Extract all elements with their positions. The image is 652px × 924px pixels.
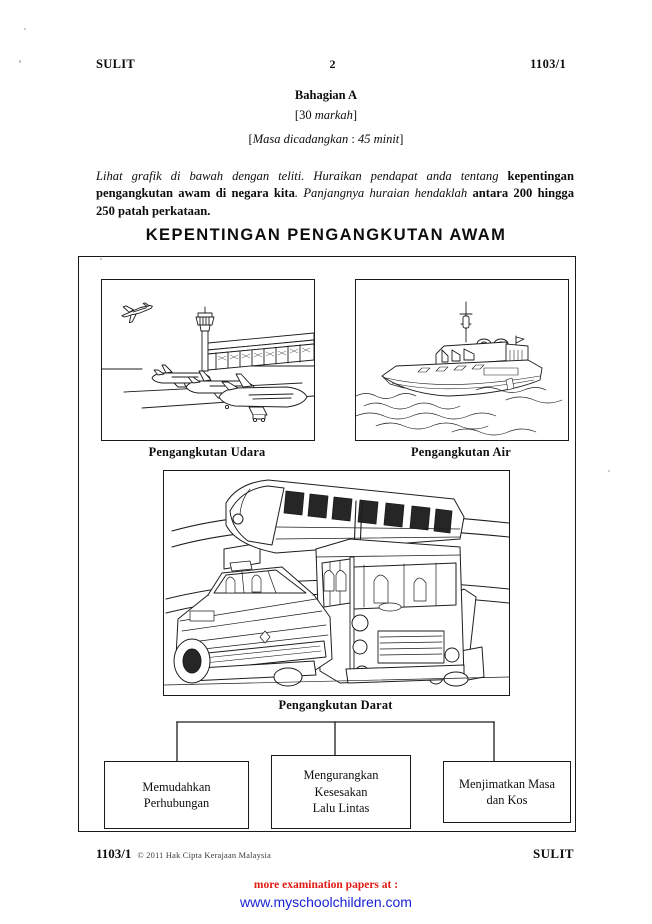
- water-transport-illustration: [355, 279, 569, 441]
- scan-speck: [608, 470, 610, 472]
- header-page-number: 2: [329, 57, 336, 71]
- running-header: SULIT 2 1103/1: [96, 57, 566, 72]
- instruction-part-1: Lihat grafik di bawah dengan teliti. Hur…: [96, 168, 508, 183]
- benefit-3-line-2: dan Kos: [486, 793, 528, 807]
- benefit-connector-lines: [163, 716, 508, 772]
- header-paper-code: 1103/1: [530, 57, 566, 71]
- section-marks: [30 markah]: [0, 108, 652, 123]
- footer-paper-code: 1103/1: [96, 846, 132, 861]
- benefit-2-line-2: Kesesakan: [314, 784, 368, 799]
- footer-copyright: © 2011 Hak Cipta Kerajaan Malaysia: [137, 851, 272, 860]
- instruction-part-4: antara 200 hingga 250 patah perkataan: [96, 186, 575, 219]
- marks-prefix: [30: [294, 108, 315, 122]
- instruction-part-3: . Panjangnya huraian hendaklah: [294, 186, 473, 201]
- land-transport-illustration: [163, 470, 510, 696]
- footer-left-group: 1103/1 © 2011 Hak Cipta Kerajaan Malaysi…: [96, 846, 271, 862]
- air-transport-illustration: [101, 279, 315, 441]
- time-suffix: ]: [399, 132, 404, 146]
- watermark-promo-text: more examination papers at :: [253, 879, 399, 891]
- benefit-box-memudahkan-perhubungan: Memudahkan Perhubungan: [104, 761, 249, 829]
- section-title: Bahagian A: [294, 88, 358, 102]
- scan-speck: [19, 60, 21, 63]
- benefit-box-3-text: Menjimatkan Masa dan Kos: [459, 776, 555, 809]
- graphic-title: KEPENTINGAN PENGANGKUTAN AWAM: [145, 226, 507, 244]
- benefit-2-line-3: Lalu Lintas: [312, 801, 370, 816]
- land-transport-caption: Pengangkutan Darat: [278, 698, 393, 712]
- footer-confidential-label: SULIT: [532, 846, 574, 861]
- instruction-paragraph: Lihat grafik di bawah dengan teliti. Hur…: [96, 168, 574, 222]
- marks-word: markah: [314, 108, 353, 122]
- monorail-bus-taxi-icon: [164, 479, 509, 687]
- header-confidential-label: SULIT: [96, 57, 136, 71]
- time-value: 45 minit: [357, 132, 400, 146]
- scan-speck: [100, 258, 102, 260]
- benefit-3-line-1: Menjimatkan Masa: [458, 776, 555, 791]
- section-suggested-time: [Masa dicadangkan : 45 minit]: [0, 132, 652, 147]
- benefit-box-2-text: Mengurangkan Kesesakan Lalu Lintas: [303, 767, 378, 816]
- benefit-box-mengurangkan-kesesakan: Mengurangkan Kesesakan Lalu Lintas: [271, 755, 411, 829]
- benefit-box-1-text: Memudahkan Perhubungan: [142, 779, 210, 812]
- time-label: Masa dicadangkan: [252, 132, 349, 146]
- scan-speck: [24, 28, 26, 30]
- benefit-1-line-2: Perhubungan: [143, 796, 210, 810]
- time-separator: :: [348, 132, 358, 146]
- time-prefix: [: [248, 132, 253, 146]
- instruction-part-2: kepentingan pengangkutan awam di negara …: [96, 168, 574, 201]
- air-transport-caption: Pengangkutan Udara: [148, 445, 266, 459]
- watermark-website-url[interactable]: www.myschoolchildren.com: [240, 894, 412, 910]
- benefit-1-line-1: Memudahkan: [142, 779, 211, 794]
- benefit-box-menjimatkan-masa-kos: Menjimatkan Masa dan Kos: [443, 761, 571, 823]
- airport-airplanes-icon: [102, 302, 314, 423]
- instruction-part-5: .: [207, 204, 211, 219]
- marks-suffix: ]: [352, 108, 358, 122]
- ferry-boat-icon: [356, 301, 563, 436]
- benefit-2-line-1: Mengurangkan: [303, 768, 379, 783]
- bracket-connector-icon: [176, 721, 495, 765]
- graphic-outer-frame: [78, 256, 576, 832]
- running-footer: 1103/1 © 2011 Hak Cipta Kerajaan Malaysi…: [96, 846, 574, 862]
- water-transport-caption: Pengangkutan Air: [411, 445, 511, 459]
